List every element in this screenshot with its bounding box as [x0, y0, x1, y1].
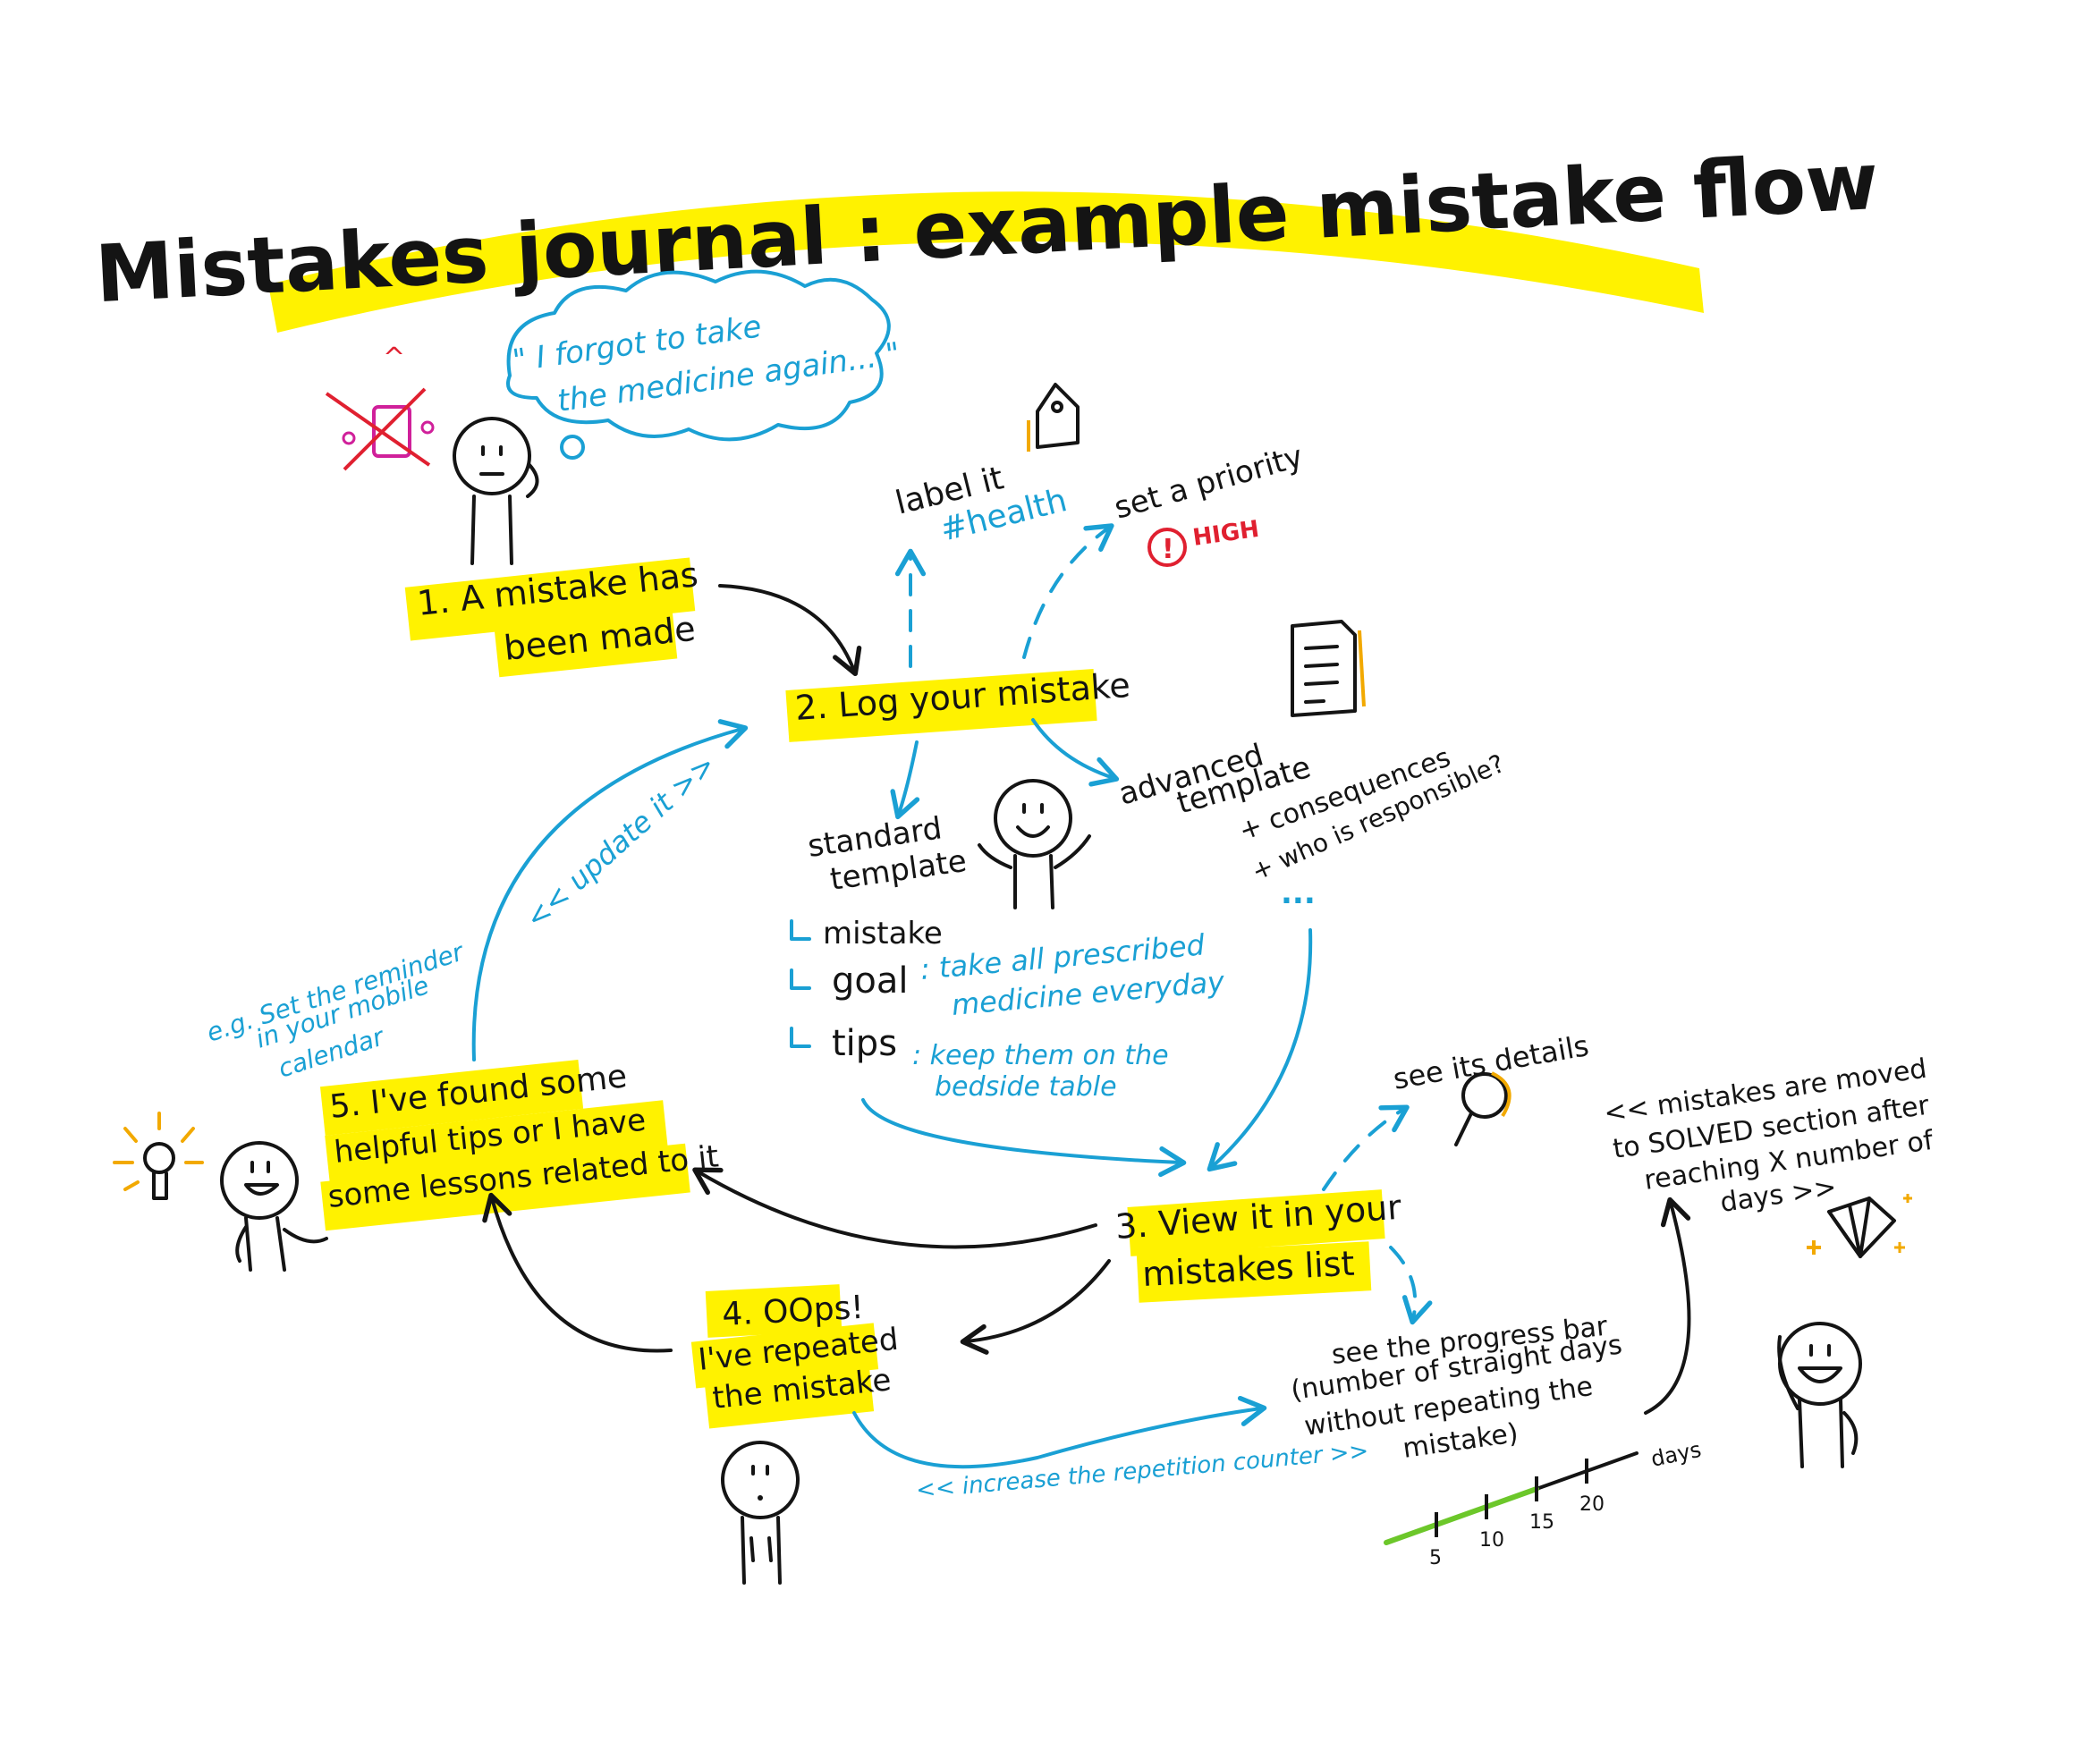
crossed-medicine-icon: ^: [325, 342, 435, 471]
arrow-to-priority: [1022, 523, 1114, 659]
step-3: 3. View it in your mistakes list: [1114, 1188, 1403, 1303]
happy-person-figure-right: [1777, 1322, 1862, 1468]
diamond-icon: [1807, 1194, 1912, 1258]
advanced-more: ...: [1281, 875, 1316, 911]
standard-tips-text-2: bedside table: [935, 1071, 1117, 1103]
progress-tick-label: 20: [1579, 1493, 1605, 1516]
step-4: 4. OOps! I've repeated the mistake: [690, 1284, 900, 1429]
cloud-outline: [506, 269, 891, 442]
progress-note: see the progress bar (number of straight…: [1289, 1311, 1624, 1465]
magnifier-icon: [1454, 1071, 1511, 1146]
tag-icon: [1027, 383, 1080, 452]
arrow-to-progress: [1389, 1246, 1433, 1325]
solved-note: << mistakes are moved to SOLVED section …: [1602, 1053, 1936, 1219]
advanced-template: advanced template + consequences + who i…: [1114, 737, 1509, 911]
progress-axis-label: days: [1648, 1437, 1703, 1472]
sad-person-figure: [453, 417, 539, 565]
title-block: Mistakes journal : example mistake flow: [93, 135, 1881, 333]
priority-group: set a priority ! HIGH: [1110, 438, 1307, 567]
see-details-text: see its details: [1391, 1028, 1591, 1096]
priority-text: set a priority: [1110, 438, 1307, 526]
arrow-to-details: [1322, 1104, 1410, 1191]
arrow-advanced-to-step3: [1207, 928, 1313, 1172]
update-note: << update it >>: [519, 748, 723, 935]
standard-goal-label: goal: [832, 960, 909, 1002]
thought-cloud: " I forgot to take the medicine again...…: [506, 269, 902, 460]
arrow-step5-to-step2: [471, 719, 749, 1061]
arrow-step3-to-step4: [960, 1259, 1111, 1355]
priority-level: HIGH: [1191, 516, 1261, 552]
standard-template: standard template mistake goal : take al…: [790, 810, 1227, 1103]
happy-person-figure-left: [220, 1141, 328, 1272]
step-5: 5. I've found some helpful tips or I hav…: [319, 1058, 720, 1231]
document-icon: [1291, 620, 1366, 717]
standard-tips-text-1: : keep them on the: [912, 1040, 1169, 1071]
title-highlight: [268, 191, 1704, 333]
progress-tick-label: 5: [1429, 1547, 1442, 1569]
alert-icon: [1147, 528, 1187, 567]
arrow-step4-to-step5: [482, 1192, 673, 1353]
progress-tick-label: 15: [1529, 1511, 1554, 1534]
step-2: 2. Log your mistake: [785, 665, 1131, 742]
arrow-step1-to-step2: [718, 584, 862, 677]
progress-fill: [1384, 1486, 1539, 1545]
arrow-step3-to-step5: [692, 1167, 1097, 1249]
label-it-group: label it #health: [892, 383, 1080, 549]
frown-mark: ^: [383, 342, 405, 374]
see-details-group: see its details: [1391, 1028, 1591, 1146]
arrow-to-standard: [890, 740, 920, 820]
arrow-to-solved: [1644, 1197, 1691, 1415]
repetition-note: << increase the repetition counter >>: [915, 1438, 1369, 1504]
alert-mark: !: [1162, 534, 1174, 565]
arrow-standard-to-step3: [861, 1098, 1187, 1178]
step-1: 1. A mistake has been made: [404, 554, 699, 678]
cloud-bubble-large: [560, 435, 585, 460]
step-4-line-1: 4. OOps!: [721, 1290, 864, 1333]
standard-tips-label: tips: [832, 1023, 897, 1064]
arrow-step4-to-progress: [852, 1395, 1267, 1469]
lightbulb-icon: [113, 1112, 204, 1200]
arrow-to-advanced: [1031, 718, 1120, 787]
pill-bottle-icon: [372, 405, 411, 458]
standard-mistake: mistake: [823, 916, 943, 951]
reminder-note: e.g. Set the reminder in your mobile cal…: [203, 936, 468, 1083]
happy-person-figure-center: [978, 779, 1091, 909]
progress-tick-label: 10: [1479, 1529, 1504, 1552]
neutral-person-figure: [721, 1441, 800, 1585]
